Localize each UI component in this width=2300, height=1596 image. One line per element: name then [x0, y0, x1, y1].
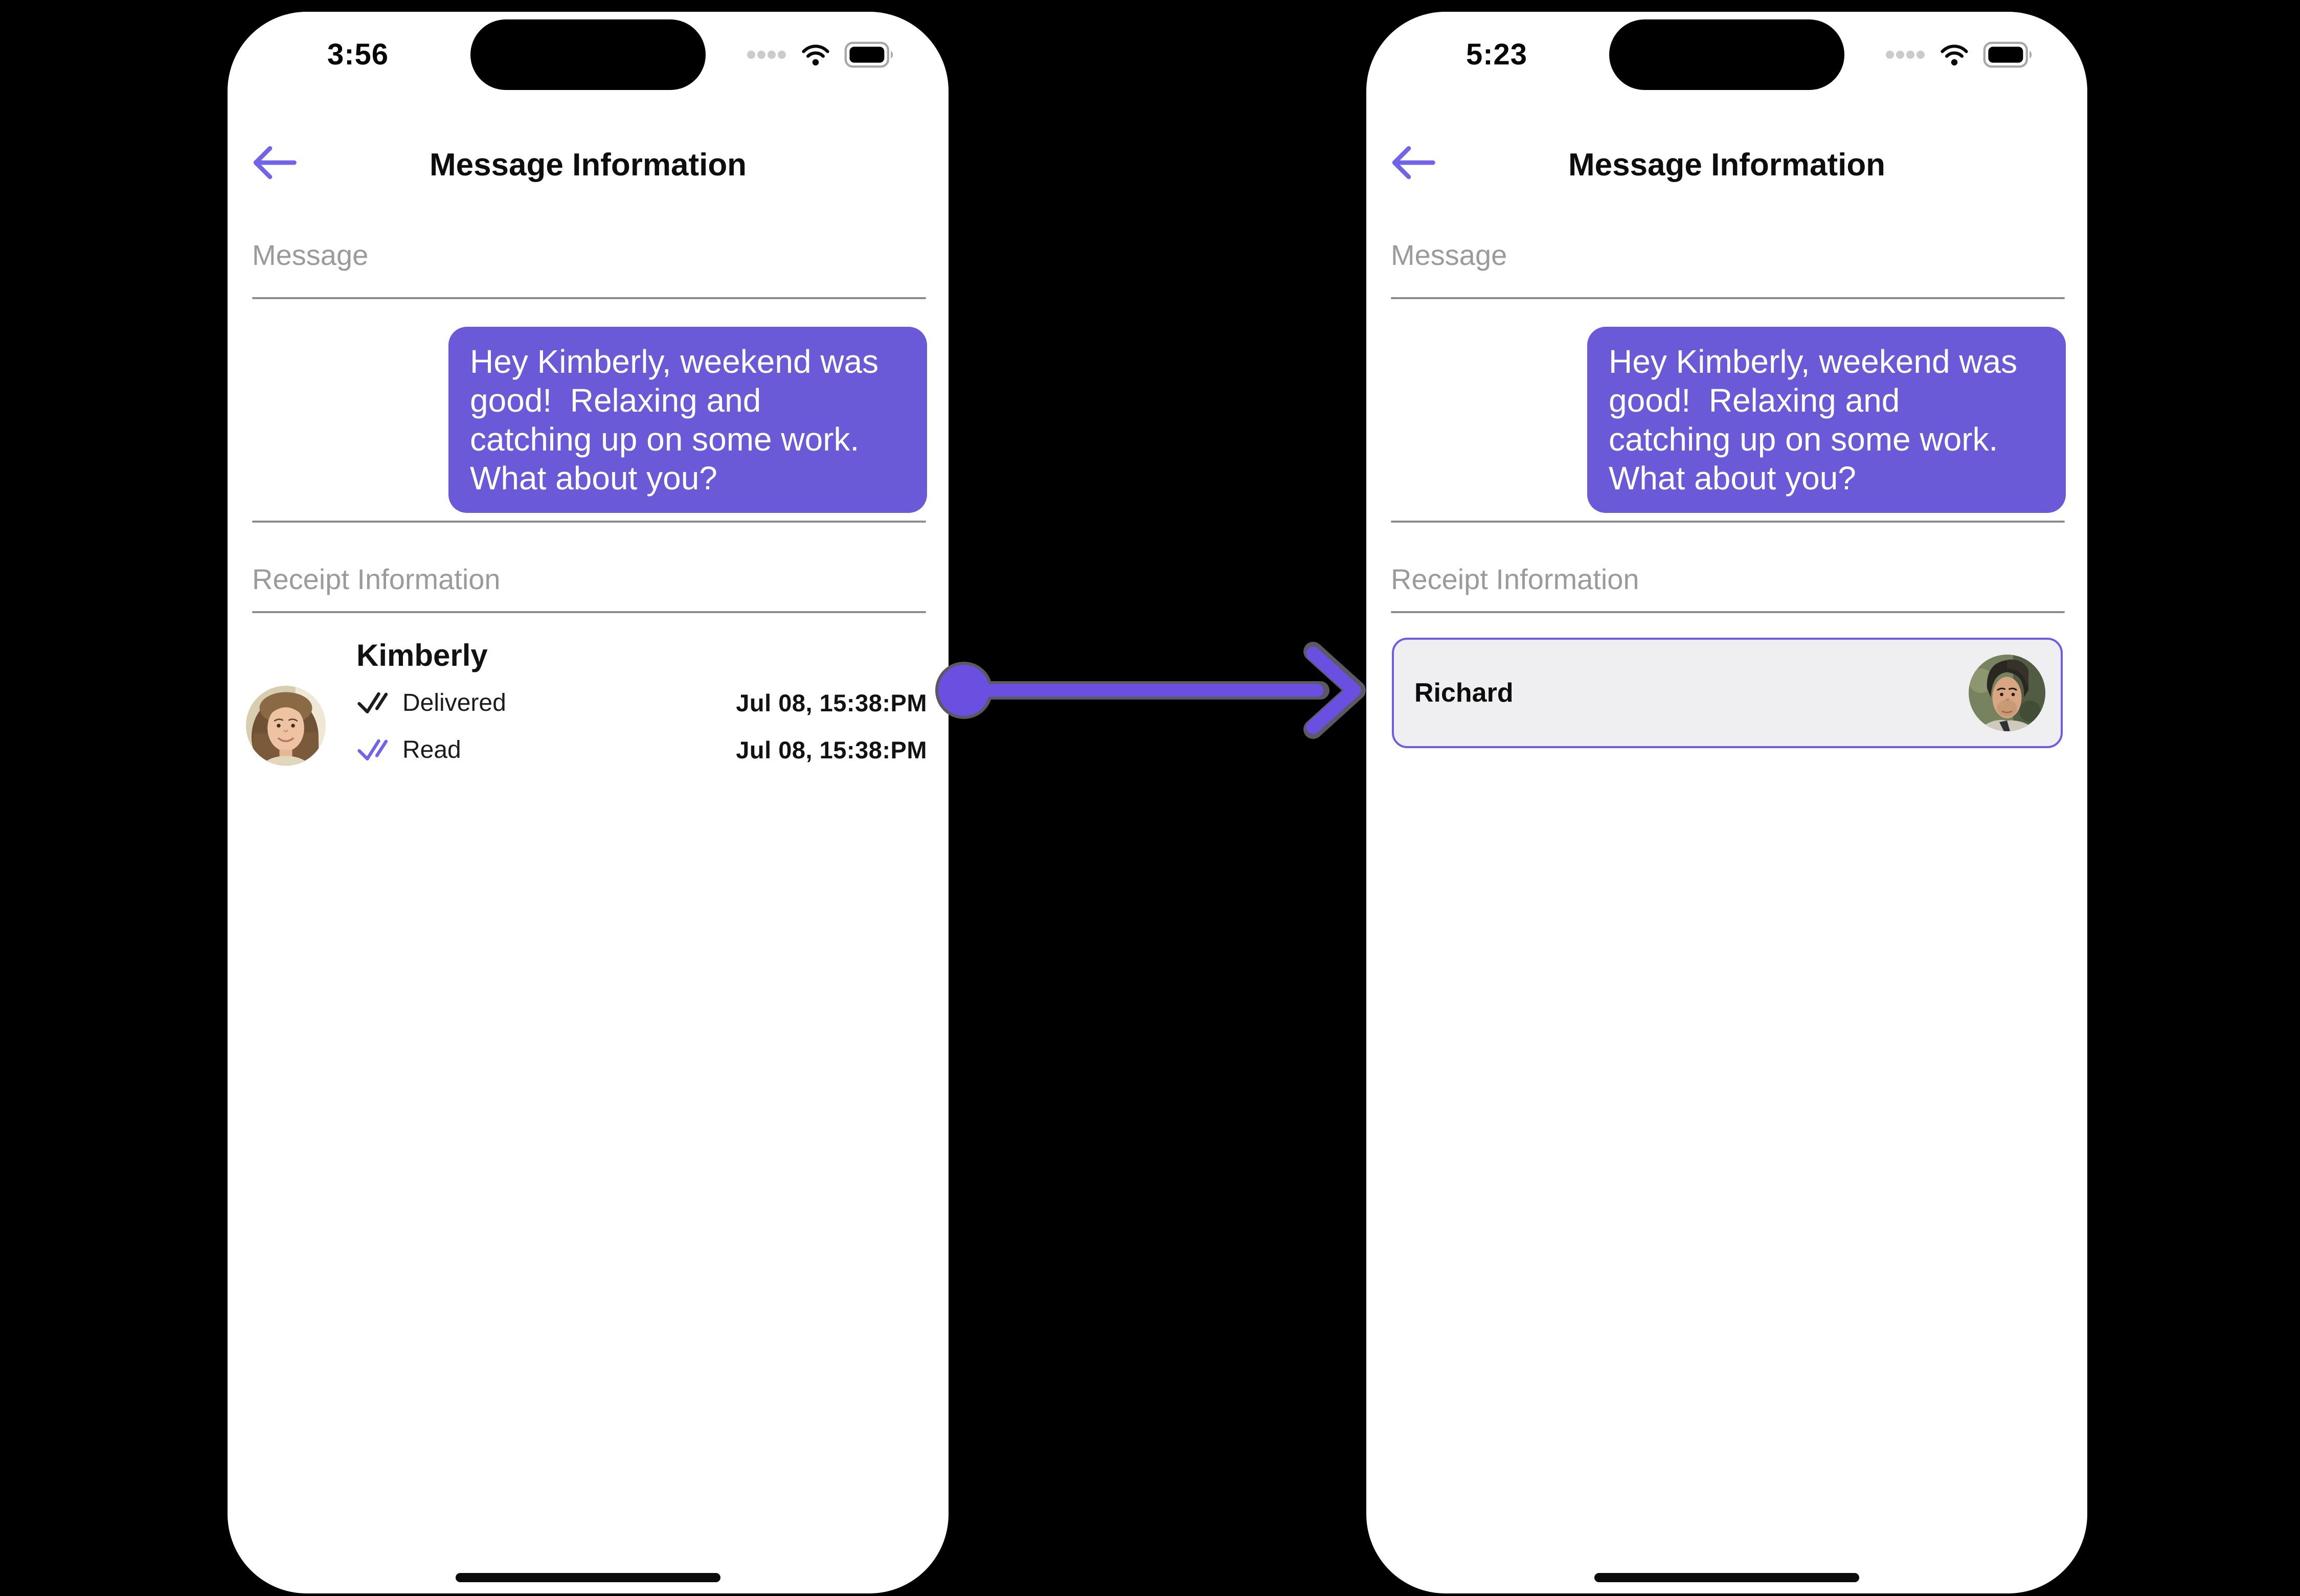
avatar-kimberly — [246, 686, 326, 766]
back-button[interactable] — [1387, 142, 1437, 184]
message-section-label: Message — [1391, 239, 1507, 271]
receipt-contact-row-richard[interactable]: Richard — [1392, 638, 2063, 748]
page-title: Message Information — [1568, 147, 1886, 183]
divider — [1391, 521, 2065, 523]
right-phone-mockup: 5:23 Message Information Message Hey Ki — [1366, 12, 2087, 1593]
message-section-label: Message — [252, 239, 369, 271]
contact-name: Richard — [1414, 678, 1514, 708]
home-indicator — [456, 1573, 720, 1582]
receipt-timestamp: Jul 08, 15:38:PM — [736, 736, 927, 763]
avatar-richard — [1969, 655, 2045, 731]
home-indicator — [1594, 1573, 1859, 1582]
delivered-double-check-icon — [357, 692, 388, 714]
receipt-timestamp: Jul 08, 15:38:PM — [736, 689, 927, 716]
signal-dots-icon — [747, 51, 786, 59]
transition-arrow — [935, 642, 1366, 739]
receipt-rows: Delivered Jul 08, 15:38:PM Read Jul 08, … — [356, 688, 927, 765]
read-double-check-icon — [357, 739, 388, 761]
divider — [1391, 611, 2065, 613]
battery-full-icon — [1983, 41, 2032, 68]
wifi-icon — [1941, 44, 1968, 66]
status-bar-icons — [1885, 41, 2034, 68]
dynamic-island — [1609, 19, 1844, 90]
status-bar-time: 3:56 — [327, 38, 389, 71]
receipt-section-label: Receipt Information — [1391, 563, 1639, 595]
wifi-icon — [802, 44, 829, 66]
left-phone-mockup: 3:56 Message Information Message Hey Ki — [228, 12, 949, 1593]
status-bar-time: 5:23 — [1465, 38, 1528, 71]
receipt-row-read: Read Jul 08, 15:38:PM — [356, 735, 927, 765]
page-title: Message Information — [429, 147, 747, 183]
divider — [252, 611, 926, 613]
receipt-row-delivered: Delivered Jul 08, 15:38:PM — [356, 688, 927, 717]
receipt-section-label: Receipt Information — [252, 563, 501, 595]
status-bar-icons — [746, 41, 895, 68]
divider — [1391, 297, 2065, 299]
dynamic-island — [470, 19, 706, 90]
divider — [252, 297, 926, 299]
message-bubble: Hey Kimberly, weekend was good! Relaxing… — [448, 327, 927, 513]
battery-full-icon — [844, 41, 893, 68]
divider — [252, 521, 926, 523]
contact-name: Kimberly — [356, 638, 488, 672]
back-button[interactable] — [248, 142, 298, 184]
signal-dots-icon — [1886, 51, 1925, 59]
receipt-status-label: Read — [402, 736, 461, 763]
message-bubble: Hey Kimberly, weekend was good! Relaxing… — [1587, 327, 2066, 513]
receipt-status-label: Delivered — [402, 689, 506, 716]
